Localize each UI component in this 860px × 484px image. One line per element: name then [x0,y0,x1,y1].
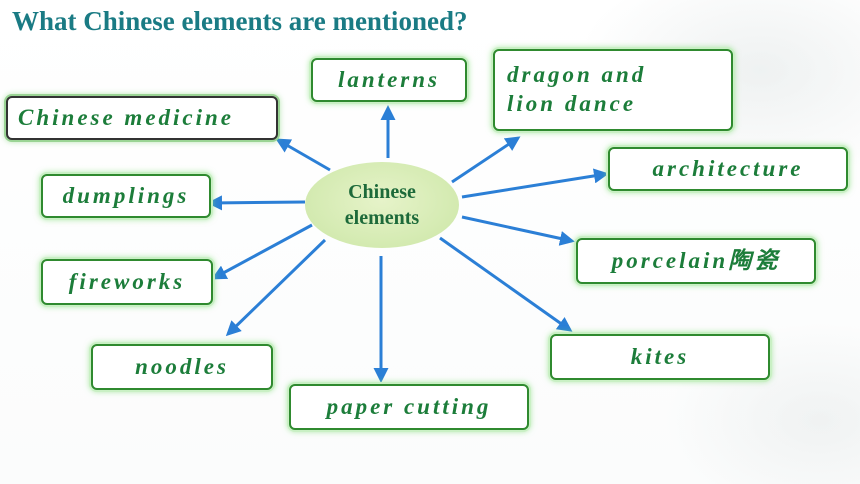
center-node: Chinese elements [305,162,459,248]
node-kites: kites [550,334,770,380]
node-label: dragon and lion dance [507,62,647,116]
node-dumplings: dumplings [41,174,211,218]
node-dragon-lion-dance: dragon and lion dance [493,49,733,131]
arrow-to-medicine [275,138,331,172]
arrow-to-porcelain [461,215,575,246]
arrow-to-dragon [451,136,521,184]
arrow-to-architecture [461,168,609,199]
arrow-to-kites [439,236,573,332]
node-label: noodles [135,353,229,379]
center-node-label: Chinese elements [344,181,420,229]
node-label: fireworks [68,268,186,294]
node-label: paper cutting [326,393,492,419]
node-architecture: architecture [608,147,848,191]
node-label: Chinese medicine [18,104,235,130]
arrow-to-dumplings [207,195,306,211]
node-lanterns: lanterns [311,58,467,102]
node-label: lanterns [338,66,440,92]
node-label: kites [630,343,690,369]
node-label: architecture [652,155,804,181]
node-noodles: noodles [91,344,273,390]
node-label: porcelain陶瓷 [611,247,781,273]
node-porcelain: porcelain陶瓷 [576,238,816,284]
arrow-to-fireworks [211,223,313,280]
node-chinese-medicine: Chinese medicine [6,96,278,140]
arrow-to-noodles [225,238,327,337]
page-title: What Chinese elements are mentioned? [12,6,468,36]
node-paper-cutting: paper cutting [289,384,529,430]
node-fireworks: fireworks [41,259,213,305]
node-label: dumplings [62,182,190,208]
